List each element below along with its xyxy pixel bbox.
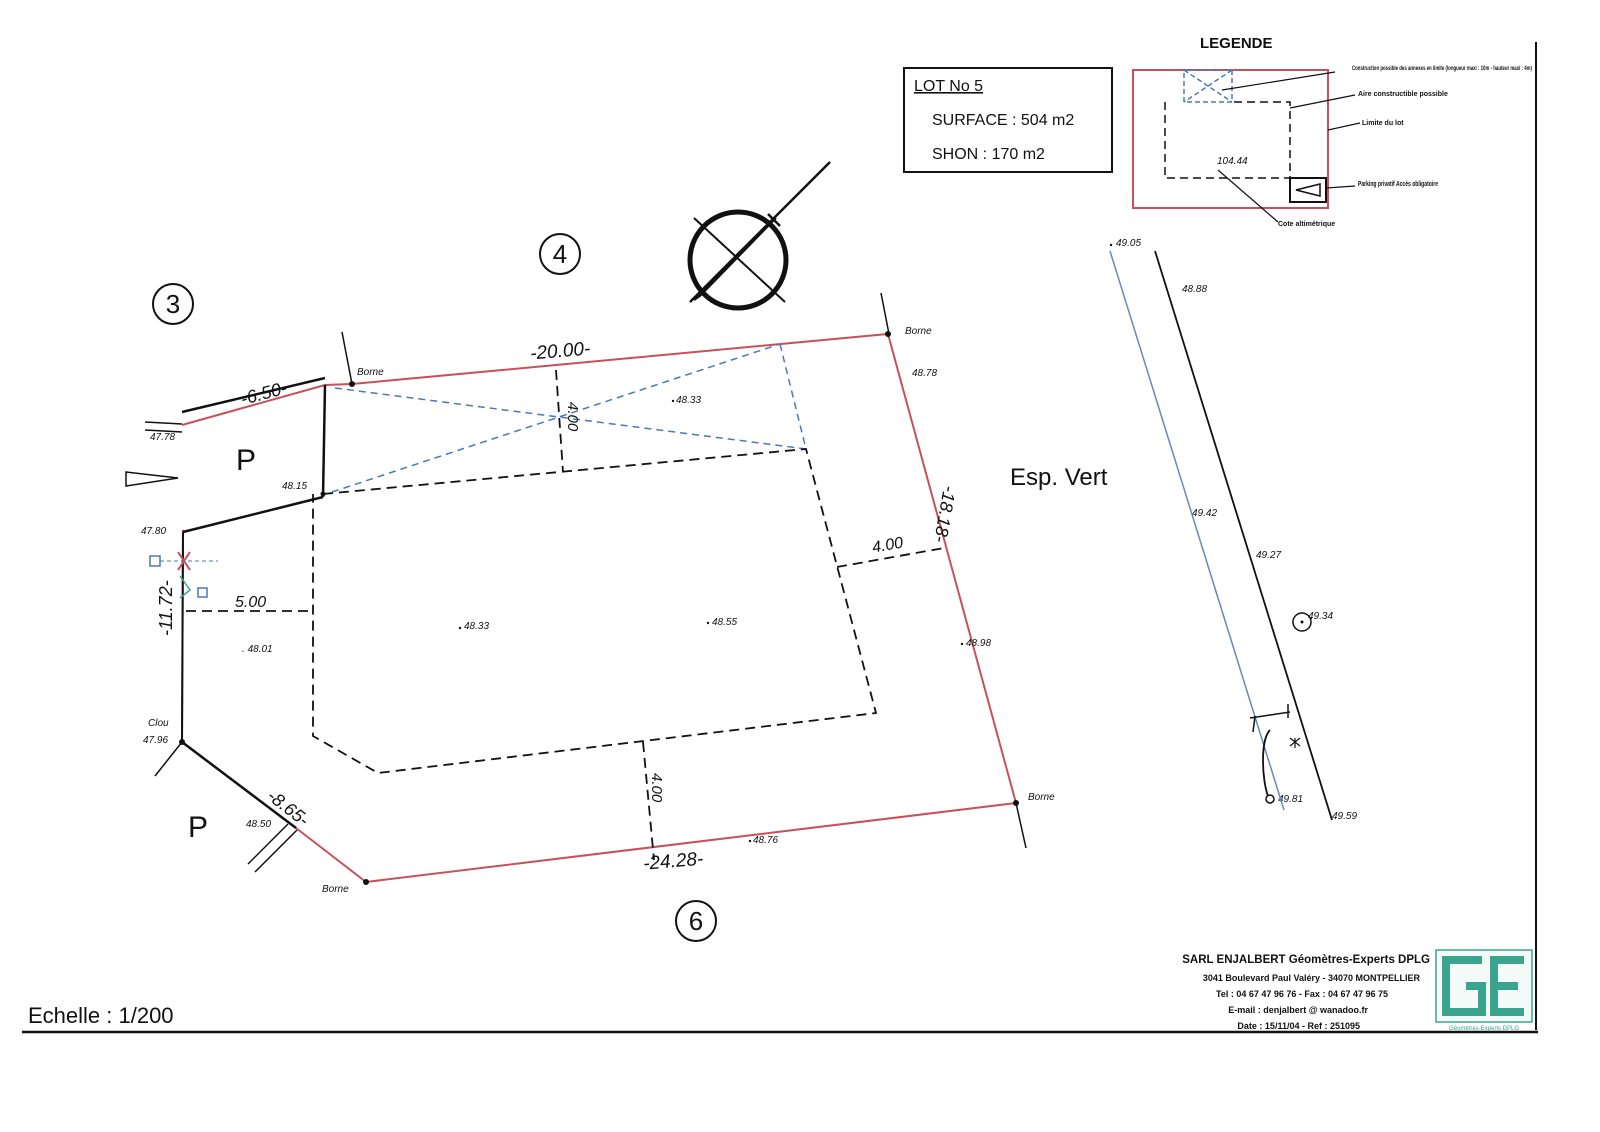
legend-parking-symbol [1289, 177, 1327, 203]
svg-text:. 48.01: . 48.01 [242, 644, 273, 655]
borne-nw-label: Borne [357, 367, 384, 378]
svg-text:49.34: 49.34 [1308, 611, 1333, 622]
svg-text:48.55: 48.55 [712, 617, 737, 628]
borne-se-label: Borne [1028, 792, 1055, 803]
boundary-symbols [149, 551, 218, 599]
neighbor-lot-3: 3 [152, 283, 194, 325]
borne-ne-label: Borne [905, 326, 932, 337]
company-phone: Tel : 04 67 47 96 76 - Fax : 04 67 47 96… [1216, 989, 1388, 999]
neighbor-lot-4: 4 [539, 233, 581, 275]
parking-label-north: P [236, 444, 256, 477]
dim-north: -20.00- [529, 338, 591, 364]
company-address: 3041 Boulevard Paul Valéry - 34070 MONTP… [1203, 973, 1421, 983]
legend-item-parking: Parking privatif Accès obligatoire [1358, 181, 1438, 188]
legend-item-annexe: Construction possible des annexes en lim… [1352, 65, 1532, 72]
dimension-labels: -20.00- -6.50- -11.72- -8.65- -24.28- -1… [156, 338, 960, 874]
legend-sample-elevation: 104.44 [1217, 156, 1248, 167]
svg-text:48.98: 48.98 [966, 638, 991, 649]
green-space-label: Esp. Vert [1010, 464, 1108, 491]
svg-text:4: 4 [553, 239, 567, 269]
date-ref: Date : 15/11/04 - Ref : 251095 [1237, 1021, 1360, 1031]
dim-east: -18.18- [930, 484, 960, 544]
lot-surface: SURFACE : 504 m2 [932, 112, 1074, 129]
scale-label: Echelle : 1/200 [28, 1003, 174, 1028]
lot-shon: SHON : 170 m2 [932, 146, 1045, 163]
dim-south: -24.28- [642, 849, 704, 875]
svg-text:48.33: 48.33 [464, 621, 489, 632]
svg-text:47.96: 47.96 [143, 735, 168, 746]
svg-text:48.78: 48.78 [912, 368, 937, 379]
company-email: E-mail : denjalbert @ wanadoo.fr [1228, 1005, 1368, 1015]
dim-setback-east: 4.00 [871, 534, 905, 556]
buildable-area [186, 369, 945, 861]
lot-info-box: LOT No 5 SURFACE : 504 m2 SHON : 170 m2 [903, 67, 1113, 173]
svg-text:48.88: 48.88 [1182, 284, 1207, 295]
svg-text:3: 3 [166, 289, 180, 319]
legend-annexe-symbol [1183, 69, 1233, 103]
legend-item-elevation: Cote altimétrique [1278, 221, 1335, 228]
svg-text:49.05: 49.05 [1116, 238, 1141, 249]
road-edge [1109, 250, 1333, 821]
svg-text:48.15: 48.15 [282, 481, 307, 492]
dim-setback-south: 4.00 [648, 773, 665, 803]
north-arrow-icon [687, 161, 831, 311]
parking-label-south: P [188, 811, 208, 844]
dim-west-top: -6.50- [239, 378, 290, 409]
svg-text:48.76: 48.76 [753, 835, 778, 846]
spot-elevations: 47.78 48.15 47.80 . 48.01 47.96 48.50 48… [141, 238, 1357, 846]
elevation-dots [458, 243, 1113, 843]
page-frame [22, 42, 1538, 1034]
logo-caption: Géomètres-Experts DPLG [1449, 1026, 1519, 1032]
legend: LEGENDE 104.44 Construction possible des… [1132, 35, 1532, 228]
svg-text:49.81: 49.81 [1278, 794, 1303, 805]
svg-text:47.78: 47.78 [150, 432, 175, 443]
annexe-zone [331, 343, 807, 493]
lot-number: LOT No 5 [914, 78, 983, 95]
legend-item-lot-limit: Limite du lot [1362, 120, 1404, 127]
svg-text:49.42: 49.42 [1192, 508, 1217, 519]
legend-item-buildable: Aire constructible possible [1358, 91, 1448, 98]
marker-labels: Borne Borne Borne Borne Clou [148, 326, 1055, 895]
svg-text:48.33: 48.33 [676, 395, 701, 406]
svg-text:48.50: 48.50 [246, 819, 271, 830]
surveyor-cartouche: SARL ENJALBERT Géomètres-Experts DPLG 30… [1182, 949, 1533, 1032]
svg-text:49.59: 49.59 [1332, 811, 1357, 822]
dim-setback-west: 5.00 [235, 594, 266, 611]
svg-text:6: 6 [689, 906, 703, 936]
legend-lot-limit-sample [1132, 69, 1329, 209]
dim-setback-north: 4.00 [564, 402, 581, 432]
company-name: SARL ENJALBERT Géomètres-Experts DPLG [1182, 954, 1430, 966]
legend-leaders [1217, 71, 1361, 223]
clou-label: Clou [148, 718, 169, 729]
legend-title: LEGENDE [1200, 35, 1273, 52]
svg-text:47.80: 47.80 [141, 526, 166, 537]
svg-text:49.27: 49.27 [1256, 550, 1281, 561]
company-logo-icon: Géomètres-Experts DPLG [1435, 949, 1533, 1032]
dim-west: -11.72- [156, 580, 176, 636]
survey-points [179, 331, 1019, 885]
borne-sw-label: Borne [322, 884, 349, 895]
parking-access-arrow-icon [125, 471, 179, 487]
neighbor-lot-6: 6 [675, 900, 717, 942]
